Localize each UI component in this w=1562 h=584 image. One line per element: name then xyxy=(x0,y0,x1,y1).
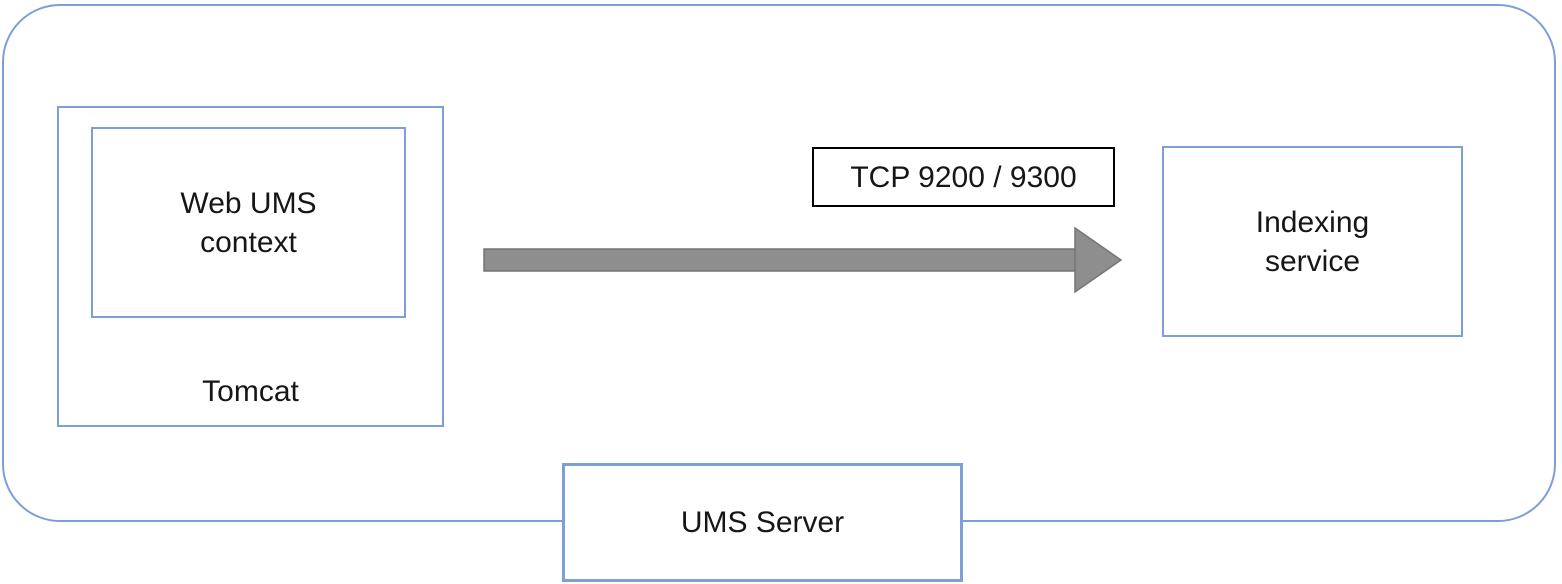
tomcat-node: Web UMS context Tomcat xyxy=(57,106,444,427)
ums-server-node: UMS Server xyxy=(562,463,963,582)
arrow-head xyxy=(1074,226,1123,294)
arrow-right-icon xyxy=(483,226,1123,294)
ums-server-label: UMS Server xyxy=(680,506,845,539)
indexing-service-node: Indexing service xyxy=(1162,146,1463,337)
web-ums-context-label: Web UMS context xyxy=(180,186,317,259)
tcp-ports-label-box: TCP 9200 / 9300 xyxy=(812,147,1115,207)
arrow-shaft xyxy=(483,248,1077,272)
tcp-ports-label: TCP 9200 / 9300 xyxy=(850,160,1077,194)
indexing-service-label: Indexing service xyxy=(1255,205,1370,278)
tomcat-label: Tomcat xyxy=(202,375,299,408)
web-ums-context-node: Web UMS context xyxy=(91,127,406,318)
